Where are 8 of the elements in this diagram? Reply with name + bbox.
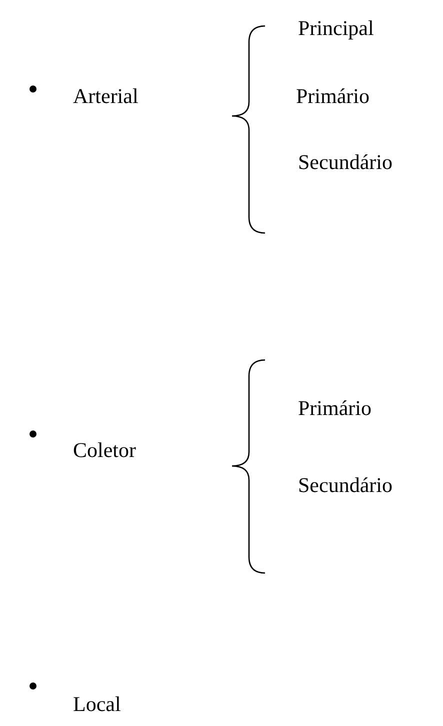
list-item: Arterial [73, 83, 138, 109]
list-item: Local [73, 691, 121, 717]
list-item: Coletor [73, 437, 136, 463]
sub-item: Secundário [298, 149, 392, 175]
sub-item: Primário [298, 395, 372, 421]
sub-item: Secundário [298, 472, 392, 498]
sub-item: Principal [298, 15, 374, 41]
sub-item: Primário [296, 83, 370, 109]
